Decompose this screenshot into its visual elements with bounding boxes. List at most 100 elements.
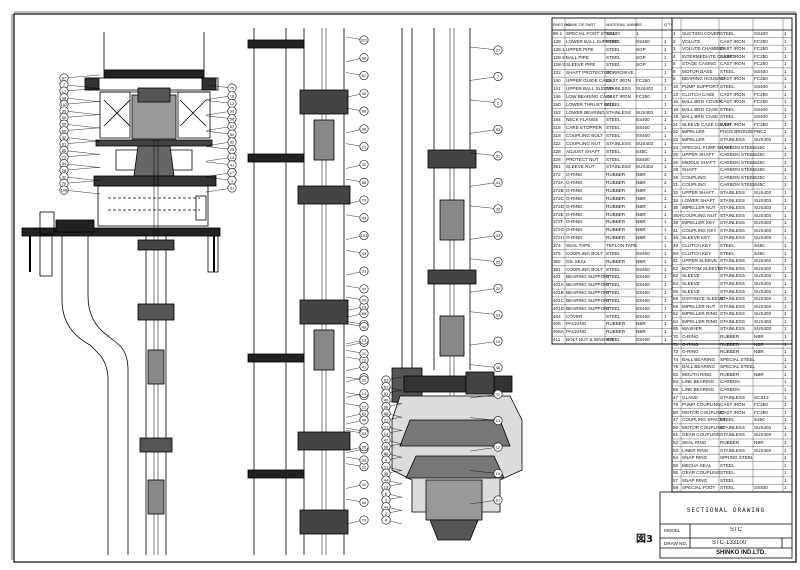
- part-balloon-label: 32: [62, 174, 67, 179]
- parts-table-cell: 1: [784, 288, 787, 294]
- parts-table-cell: 1: [664, 46, 667, 52]
- parts-table-cell: S45C: [754, 182, 766, 188]
- leader-line: [469, 393, 499, 399]
- parts-table-cell: STAINLESS: [720, 265, 745, 271]
- parts-table-header: MATERIAL NAME: [606, 22, 639, 27]
- parts-table-cell: SUS403: [754, 288, 772, 294]
- parts-table-cell: 16: [673, 99, 679, 105]
- parts-table-cell: ADJUST SHAFT: [566, 148, 601, 154]
- part-balloon-label: 41: [384, 504, 389, 509]
- parts-table-cell: SLEEVE: [682, 280, 700, 286]
- part-balloon-label: 47: [362, 286, 367, 291]
- parts-table-cell: STAINLESS: [720, 235, 745, 241]
- part-balloon: [493, 151, 503, 161]
- parts-table-cell: 1: [664, 211, 667, 217]
- parts-table-cell: COUPLING SPACER: [682, 417, 726, 423]
- part-balloon-label: 14: [230, 155, 235, 160]
- parts-table-cell: FC250: [754, 121, 768, 127]
- parts-table-cell: SS400: [606, 31, 620, 36]
- parts-table-cell: 1: [664, 156, 667, 162]
- part-balloon: [359, 497, 369, 507]
- parts-table-cell: 1: [784, 326, 787, 332]
- part-balloon-label: 10: [496, 339, 501, 344]
- part-balloon-label: 72: [62, 155, 67, 160]
- part-balloon-label: 108: [61, 188, 68, 193]
- parts-table-cell: COUPLING KEY: [682, 227, 717, 233]
- part-balloon-label: 70: [362, 198, 367, 203]
- part-balloon-label: 7: [63, 82, 66, 87]
- parts-table-cell: BEARING SUPPORT: [566, 282, 611, 288]
- parts-table-cell: 1: [664, 266, 667, 272]
- leader-line: [63, 153, 101, 158]
- parts-table-cell: STAINLESS: [606, 85, 631, 91]
- part-balloon-label: 21: [384, 424, 389, 429]
- parts-table-cell: 1: [784, 447, 787, 453]
- parts-table-cell: 132: [553, 70, 561, 76]
- parts-table-cell: STAINLESS: [720, 220, 745, 226]
- parts-table-cell: S45C: [754, 167, 766, 173]
- parts-table-cell: 1: [784, 462, 787, 468]
- parts-table-cell: SS400: [754, 31, 768, 36]
- parts-table-cell: STEEL: [720, 31, 735, 36]
- part-balloon: [359, 479, 369, 489]
- part-balloon: [359, 455, 369, 465]
- parts-table-cell: NBR: [754, 371, 764, 377]
- parts-table-cell: 1: [664, 188, 667, 193]
- parts-table-cell: RUBBER: [720, 439, 740, 445]
- parts-table-cell: 1: [784, 106, 787, 112]
- part-balloon: [493, 45, 503, 55]
- part-balloon-label: 67: [362, 73, 367, 78]
- leader-line: [469, 258, 499, 262]
- parts-table-cell: 1: [784, 243, 787, 249]
- parts-table-cell: SUS403: [754, 318, 772, 324]
- parts-table-cell: SPRING STEEL: [720, 455, 754, 461]
- part-balloon: [381, 515, 391, 525]
- parts-table-cell: NECK FLANGE: [566, 117, 599, 123]
- parts-table-cell: 1: [784, 364, 787, 370]
- parts-table-cell: STEEL: [720, 417, 735, 423]
- parts-table-cell: S45C: [754, 144, 766, 150]
- leader-line: [63, 84, 101, 89]
- part-balloon-label: 58: [362, 55, 367, 60]
- parts-table-cell: 1: [664, 117, 667, 123]
- parts-table-cell: BALL BEARING: [682, 356, 716, 362]
- parts-table-cell: 1: [784, 371, 787, 377]
- parts-table-cell: 318: [553, 133, 561, 139]
- leader-line: [63, 101, 101, 105]
- parts-table-cell: 1: [784, 174, 787, 180]
- parts-table-cell: RUBBER: [606, 203, 626, 209]
- parts-table-cell: COUPLING: [682, 174, 706, 180]
- parts-table-cell: STEEL: [606, 282, 621, 288]
- part-balloon: [359, 362, 369, 372]
- parts-table-cell: 1: [784, 220, 787, 226]
- leader-line: [469, 340, 499, 346]
- parts-table-cell: 8: [673, 76, 676, 82]
- parts-table-cell: S45C: [754, 417, 766, 423]
- parts-table-cell: SLEEVE: [682, 288, 700, 294]
- parts-table-cell: CAST IRON: [720, 46, 745, 52]
- parts-table-cell: 56: [673, 288, 679, 294]
- parts-table-cell: 64: [673, 318, 679, 324]
- parts-table-cell: CARBON: [720, 379, 740, 385]
- part-balloon: [359, 428, 369, 438]
- part-balloon-label: 25: [230, 147, 235, 152]
- parts-table-cell: BALL BRG COVER: [682, 99, 722, 105]
- parts-table-cell: SLEEVE CASE COVER: [682, 121, 732, 127]
- part-balloon-label: 102: [61, 102, 68, 107]
- part-balloon-label: 33: [496, 233, 501, 238]
- leader-line: [469, 152, 499, 157]
- part-balloon-label: 70: [62, 181, 67, 186]
- parts-table-cell: COUPLING: [682, 182, 706, 188]
- parts-table-cell: UPPER BALL SLEEVE: [566, 85, 614, 91]
- parts-table-cell: SNAP RING: [682, 477, 708, 483]
- parts-table-cell: 401: [553, 274, 561, 280]
- parts-table-cell: 401A: [553, 282, 564, 288]
- part-balloon-label: 61: [362, 411, 367, 416]
- leader-line: [63, 140, 101, 145]
- part-balloon: [359, 124, 369, 134]
- parts-table-cell: STAINLESS: [720, 258, 745, 264]
- parts-table-cell: 1: [784, 333, 787, 339]
- part-balloon-label: 70: [362, 518, 367, 523]
- parts-table-cell: STEEL: [720, 462, 735, 468]
- parts-table-cell: MOTOR COUPLING: [682, 409, 725, 415]
